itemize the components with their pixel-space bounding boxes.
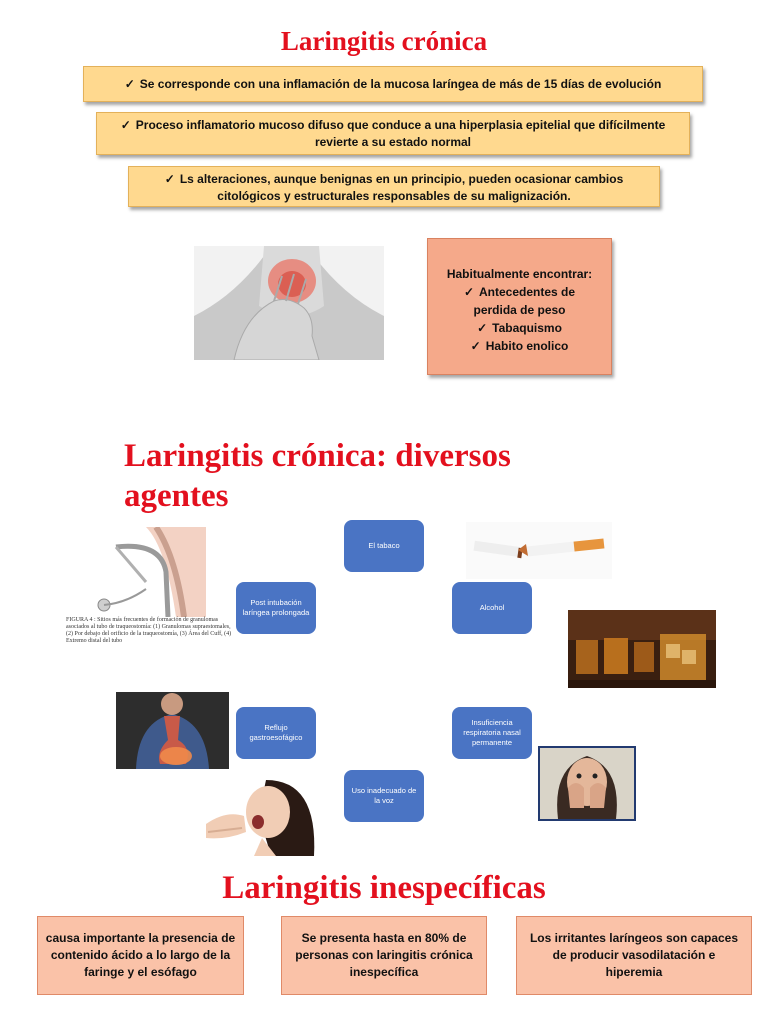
section1-title: Laringitis crónica xyxy=(280,26,488,56)
shouting-woman-image xyxy=(206,780,318,856)
findings-heading: Habitualmente encontrar: xyxy=(446,267,593,281)
process-text: Proceso inflamatorio mucoso difuso que c… xyxy=(135,118,666,149)
alterations-box: ✓ Ls alteraciones, aunque benignas en un … xyxy=(128,166,660,207)
alcohol-glasses-image xyxy=(568,610,716,688)
check-icon: ✓ xyxy=(477,321,488,335)
section3-title: Laringitis inespecíficas xyxy=(222,870,546,906)
definition-box: ✓ Se corresponde con una inflamación de l… xyxy=(83,66,703,102)
check-icon: ✓ xyxy=(120,118,131,132)
process-box: ✓ Proceso inflamatorio mucoso difuso que … xyxy=(96,112,690,155)
check-icon: ✓ xyxy=(463,285,475,299)
agent-node-tabaco: El tabaco xyxy=(344,520,424,572)
throat-pain-image xyxy=(194,246,384,360)
check-icon: ✓ xyxy=(124,77,135,91)
agent-node-voz: Uso inadecuado de la voz xyxy=(344,770,424,822)
definition-text: Se corresponde con una inflamación de la… xyxy=(139,77,662,91)
agent-node-intubacion: Post intubación laríngea prolongada xyxy=(236,582,316,634)
alterations-text: Ls alteraciones, aunque benignas en un p… xyxy=(179,172,624,203)
check-icon: ✓ xyxy=(164,172,175,186)
agent-node-reflujo: Reflujo gastroesofágico xyxy=(236,707,316,759)
agent-node-alcohol: Alcohol xyxy=(452,582,532,634)
intubation-figure-image xyxy=(86,527,206,617)
finding-item: ✓Tabaquismo xyxy=(477,321,562,335)
figure-caption: FIGURA 4 : Sitios más frecuentes de form… xyxy=(66,617,232,644)
section2-title: Laringitis crónica: diversos agentes xyxy=(124,438,511,514)
reflux-anatomy-image xyxy=(116,692,229,769)
cigarette-image xyxy=(466,522,612,579)
finding-item: ✓Habito enolico xyxy=(470,339,569,353)
inespecifica-box-acid: causa importante la presencia de conteni… xyxy=(37,916,244,995)
inespecifica-box-irritants: Los irritantes laríngeos son capaces de … xyxy=(516,916,752,995)
check-icon: ✓ xyxy=(470,339,481,353)
agent-node-insuficiencia: Insuficiencia respiratoria nasal permane… xyxy=(452,707,532,759)
nasal-obstruction-image xyxy=(538,746,636,821)
findings-box: Habitualmente encontrar: ✓Antecedentes d… xyxy=(427,238,612,375)
inespecifica-box-prevalence: Se presenta hasta en 80% de personas con… xyxy=(281,916,487,995)
finding-item: ✓Antecedentes de perdida de peso xyxy=(463,285,576,317)
